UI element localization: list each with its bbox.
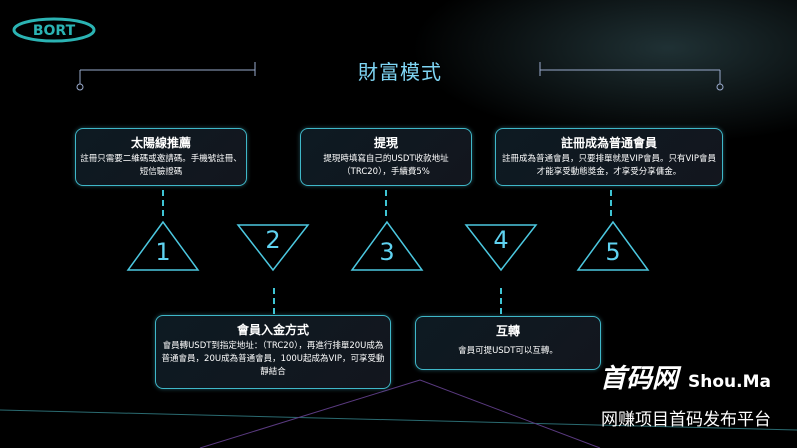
watermark-brand: Shou.Ma xyxy=(688,372,771,392)
step-1-card: 太陽線推薦 註冊只需要二維碼或邀請碼。手機號註冊、短信驗證碼 xyxy=(75,128,247,186)
step-4-card: 互轉 會員可提USDT可以互轉。 xyxy=(415,316,601,370)
step-text: 提現時填寫自己的USDT收款地址（TRC20），手續費5% xyxy=(323,154,449,177)
step-number: 1 xyxy=(155,238,171,266)
step-number: 4 xyxy=(493,226,509,254)
connector xyxy=(500,288,502,314)
svg-text:BORT: BORT xyxy=(33,23,76,39)
triangle-down-4 xyxy=(464,224,538,272)
step-text: 會員轉USDT到指定地址：（TRC20），再進行排單20U成為普通會員，20U成… xyxy=(161,341,385,377)
connector xyxy=(162,190,164,216)
watermark-calligraphy: 首码网 xyxy=(600,364,679,394)
step-title: 提現 xyxy=(373,136,398,150)
step-title: 互轉 xyxy=(495,324,520,338)
connector xyxy=(273,288,275,314)
step-number: 5 xyxy=(605,238,621,266)
step-number: 2 xyxy=(265,226,281,254)
connector xyxy=(385,190,387,216)
step-title: 會員入金方式 xyxy=(236,323,309,337)
triangle-down-2 xyxy=(236,224,310,272)
step-number: 3 xyxy=(379,238,395,266)
step-text: 註冊只需要二維碼或邀請碼。手機號註冊、短信驗證碼 xyxy=(80,154,242,177)
watermark-tagline: 网赚项目首码发布平台 xyxy=(601,410,771,430)
step-title: 註冊成為普通會員 xyxy=(560,136,657,150)
triangle-up-1 xyxy=(126,220,200,271)
triangle-up-5 xyxy=(576,220,650,271)
step-5-card: 註冊成為普通會員 註冊成為普通會員，只要排單就是VIP會員。只有VIP會員才能享… xyxy=(495,128,723,186)
step-text: 會員可提USDT可以互轉。 xyxy=(458,346,558,356)
bort-logo: BORT xyxy=(12,17,96,43)
step-3-card: 提現 提現時填寫自己的USDT收款地址（TRC20），手續費5% xyxy=(300,128,472,186)
step-text: 註冊成為普通會員，只要排單就是VIP會員。只有VIP會員才能享受動態獎金，才享受… xyxy=(502,154,716,177)
connector xyxy=(610,190,612,216)
triangle-up-3 xyxy=(350,220,424,271)
step-2-card: 會員入金方式 會員轉USDT到指定地址：（TRC20），再進行排單20U成為普通… xyxy=(155,315,391,389)
page-title: 財富模式 xyxy=(358,60,442,84)
step-title: 太陽線推薦 xyxy=(130,136,191,150)
watermark: 首码网 Shou.Ma 网赚项目首码发布平台 xyxy=(600,358,771,430)
